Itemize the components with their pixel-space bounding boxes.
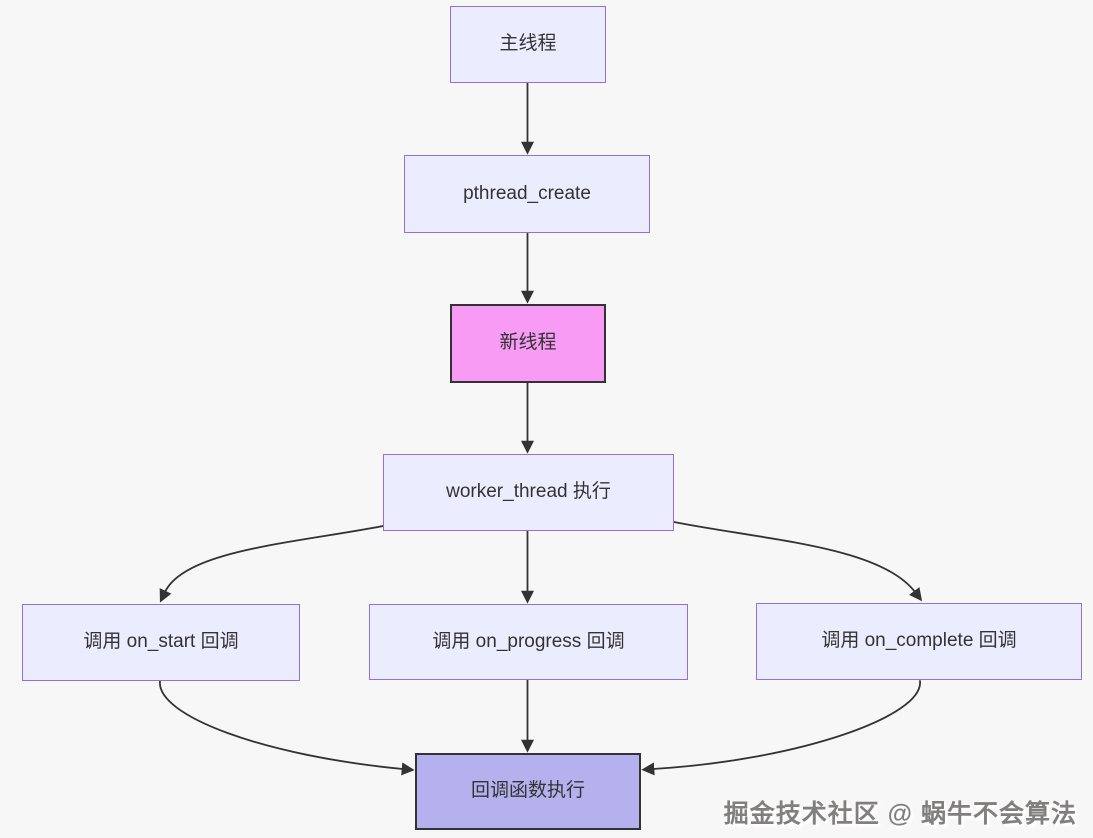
node-on-start: 调用 on_start 回调 xyxy=(22,604,300,681)
edge-onstart-to-callback xyxy=(159,680,415,776)
node-worker-thread-label: worker_thread 执行 xyxy=(446,481,611,503)
node-pthread-create: pthread_create xyxy=(404,155,650,233)
node-main-thread: 主线程 xyxy=(450,6,606,83)
edge-worker-to-onstart xyxy=(159,525,384,603)
node-on-progress: 调用 on_progress 回调 xyxy=(369,604,688,680)
node-on-progress-label: 调用 on_progress 回调 xyxy=(432,630,625,652)
node-new-thread: 新线程 xyxy=(450,304,606,383)
node-callback-exec-label: 回调函数执行 xyxy=(470,780,585,802)
node-on-start-label: 调用 on_start 回调 xyxy=(83,631,239,653)
node-main-thread-label: 主线程 xyxy=(499,33,557,55)
edge-oncomplete-to-callback xyxy=(641,680,921,776)
edge-worker-to-oncomplete xyxy=(673,521,923,602)
node-callback-exec: 回调函数执行 xyxy=(415,753,641,830)
watermark: 掘金技术社区 @ 蜗牛不会算法 xyxy=(723,800,1077,828)
node-on-complete-label: 调用 on_complete 回调 xyxy=(821,630,1017,652)
node-new-thread-label: 新线程 xyxy=(499,332,557,354)
node-worker-thread: worker_thread 执行 xyxy=(383,454,674,531)
node-pthread-create-label: pthread_create xyxy=(463,182,591,204)
node-on-complete: 调用 on_complete 回调 xyxy=(756,603,1082,680)
